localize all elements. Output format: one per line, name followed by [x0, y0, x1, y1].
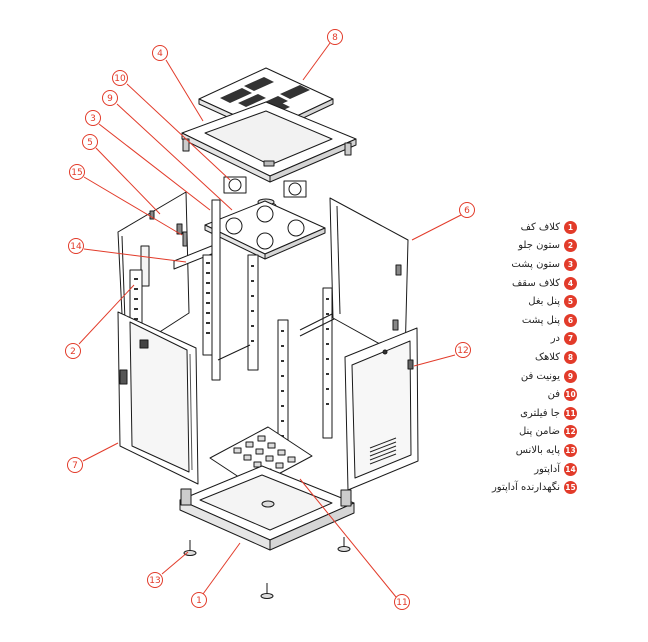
svg-text:2: 2	[70, 347, 76, 357]
legend-number-badge: 7	[564, 332, 577, 346]
legend-item: در 7	[455, 330, 577, 349]
door	[117, 311, 199, 485]
fans	[223, 176, 307, 211]
legend-number-badge: 3	[564, 257, 577, 271]
right-side-panel	[344, 327, 419, 491]
legend-item: یونیت فن 9	[455, 367, 577, 386]
callout-15: 15	[69, 164, 85, 180]
callouts: 8 4 10 9 3 5 15 6	[65, 29, 475, 610]
svg-text:1: 1	[196, 596, 202, 606]
legend-label: آداپتور	[534, 463, 560, 475]
legend-item: جا فیلتری 11	[455, 404, 577, 423]
callout-12: 12	[455, 342, 471, 358]
callout-8: 8	[327, 29, 343, 45]
legend-label: کلاهک	[535, 351, 560, 363]
svg-text:3: 3	[90, 114, 96, 124]
base-frame	[179, 465, 355, 551]
callout-9: 9	[102, 90, 118, 106]
legend-label: پنل پشت	[521, 314, 560, 326]
callout-3: 3	[85, 110, 101, 126]
legend-item: کلاف کف 1	[455, 218, 577, 237]
callout-7: 7	[67, 457, 83, 473]
legend-item: پنل پشت 6	[455, 311, 577, 330]
callout-1: 1	[191, 592, 207, 608]
svg-text:4: 4	[157, 49, 163, 59]
legend-label: کلاف سقف	[511, 277, 560, 289]
svg-text:11: 11	[396, 598, 407, 608]
legend-item: آداپتور 14	[455, 460, 577, 479]
legend-label: فن	[547, 389, 560, 401]
roof-frame	[181, 101, 357, 183]
legend-item: پایه بالانس 13	[455, 441, 577, 460]
svg-text:15: 15	[71, 168, 82, 178]
legend-label: در	[550, 333, 560, 345]
legend-number-badge: 1	[564, 220, 577, 234]
legend-item: ستون پشت 3	[455, 255, 577, 274]
legend-number-badge: 10	[564, 388, 577, 402]
callout-5: 5	[82, 134, 98, 150]
legend-label: پایه بالانس	[515, 444, 560, 456]
legend-item: کلاف سقف 4	[455, 274, 577, 293]
legend-label: ضامن پنل	[518, 426, 560, 438]
svg-text:5: 5	[87, 138, 93, 148]
legend-item: کلاهک 8	[455, 348, 577, 367]
svg-text:9: 9	[107, 94, 113, 104]
rack-drawing	[117, 67, 419, 599]
legend-item: نگهدارنده آداپتور 15	[455, 478, 577, 497]
legend-item: ستون جلو 2	[455, 237, 577, 256]
svg-text:8: 8	[332, 33, 338, 43]
callout-2: 2	[65, 343, 81, 359]
legend-label: ستون جلو	[518, 240, 560, 252]
legend-number-badge: 14	[564, 462, 577, 476]
svg-text:10: 10	[114, 74, 126, 84]
svg-text:12: 12	[457, 346, 468, 356]
rear-panel	[329, 197, 409, 359]
callout-11: 11	[394, 594, 410, 610]
svg-text:14: 14	[70, 242, 82, 252]
leveling-feet	[183, 537, 351, 599]
parts-legend: کلاف کف 1 ستون جلو 2 ستون پشت 3 کلاف سقف…	[455, 218, 577, 497]
legend-label: ستون پشت	[511, 258, 560, 270]
legend-label: کلاف کف	[520, 221, 560, 233]
legend-label: جا فیلتری	[520, 407, 560, 419]
callout-13: 13	[147, 572, 163, 588]
leader-lines	[78, 42, 462, 598]
legend-number-badge: 12	[564, 425, 577, 439]
legend-label: پنل بغل	[528, 296, 560, 308]
legend-item: پنل بغل 5	[455, 292, 577, 311]
fan-unit	[204, 200, 326, 260]
legend-number-badge: 4	[564, 276, 577, 290]
legend-label: یونیت فن	[520, 370, 560, 382]
svg-text:13: 13	[149, 576, 160, 586]
legend-number-badge: 5	[564, 295, 577, 309]
svg-text:6: 6	[464, 206, 470, 216]
callout-6: 6	[459, 202, 475, 218]
legend-number-badge: 6	[564, 313, 577, 327]
legend-number-badge: 2	[564, 239, 577, 253]
svg-text:7: 7	[72, 461, 78, 471]
legend-item: ضامن پنل 12	[455, 423, 577, 442]
legend-number-badge: 8	[564, 350, 577, 364]
legend-number-badge: 13	[564, 443, 577, 457]
callout-4: 4	[152, 45, 168, 61]
callout-10: 10	[112, 70, 128, 86]
legend-number-badge: 11	[564, 406, 577, 420]
legend-number-badge: 15	[564, 481, 577, 495]
legend-label: نگهدارنده آداپتور	[491, 482, 560, 494]
legend-number-badge: 9	[564, 369, 577, 383]
legend-item: فن 10	[455, 385, 577, 404]
rear-posts	[211, 199, 341, 461]
callout-14: 14	[68, 238, 84, 254]
